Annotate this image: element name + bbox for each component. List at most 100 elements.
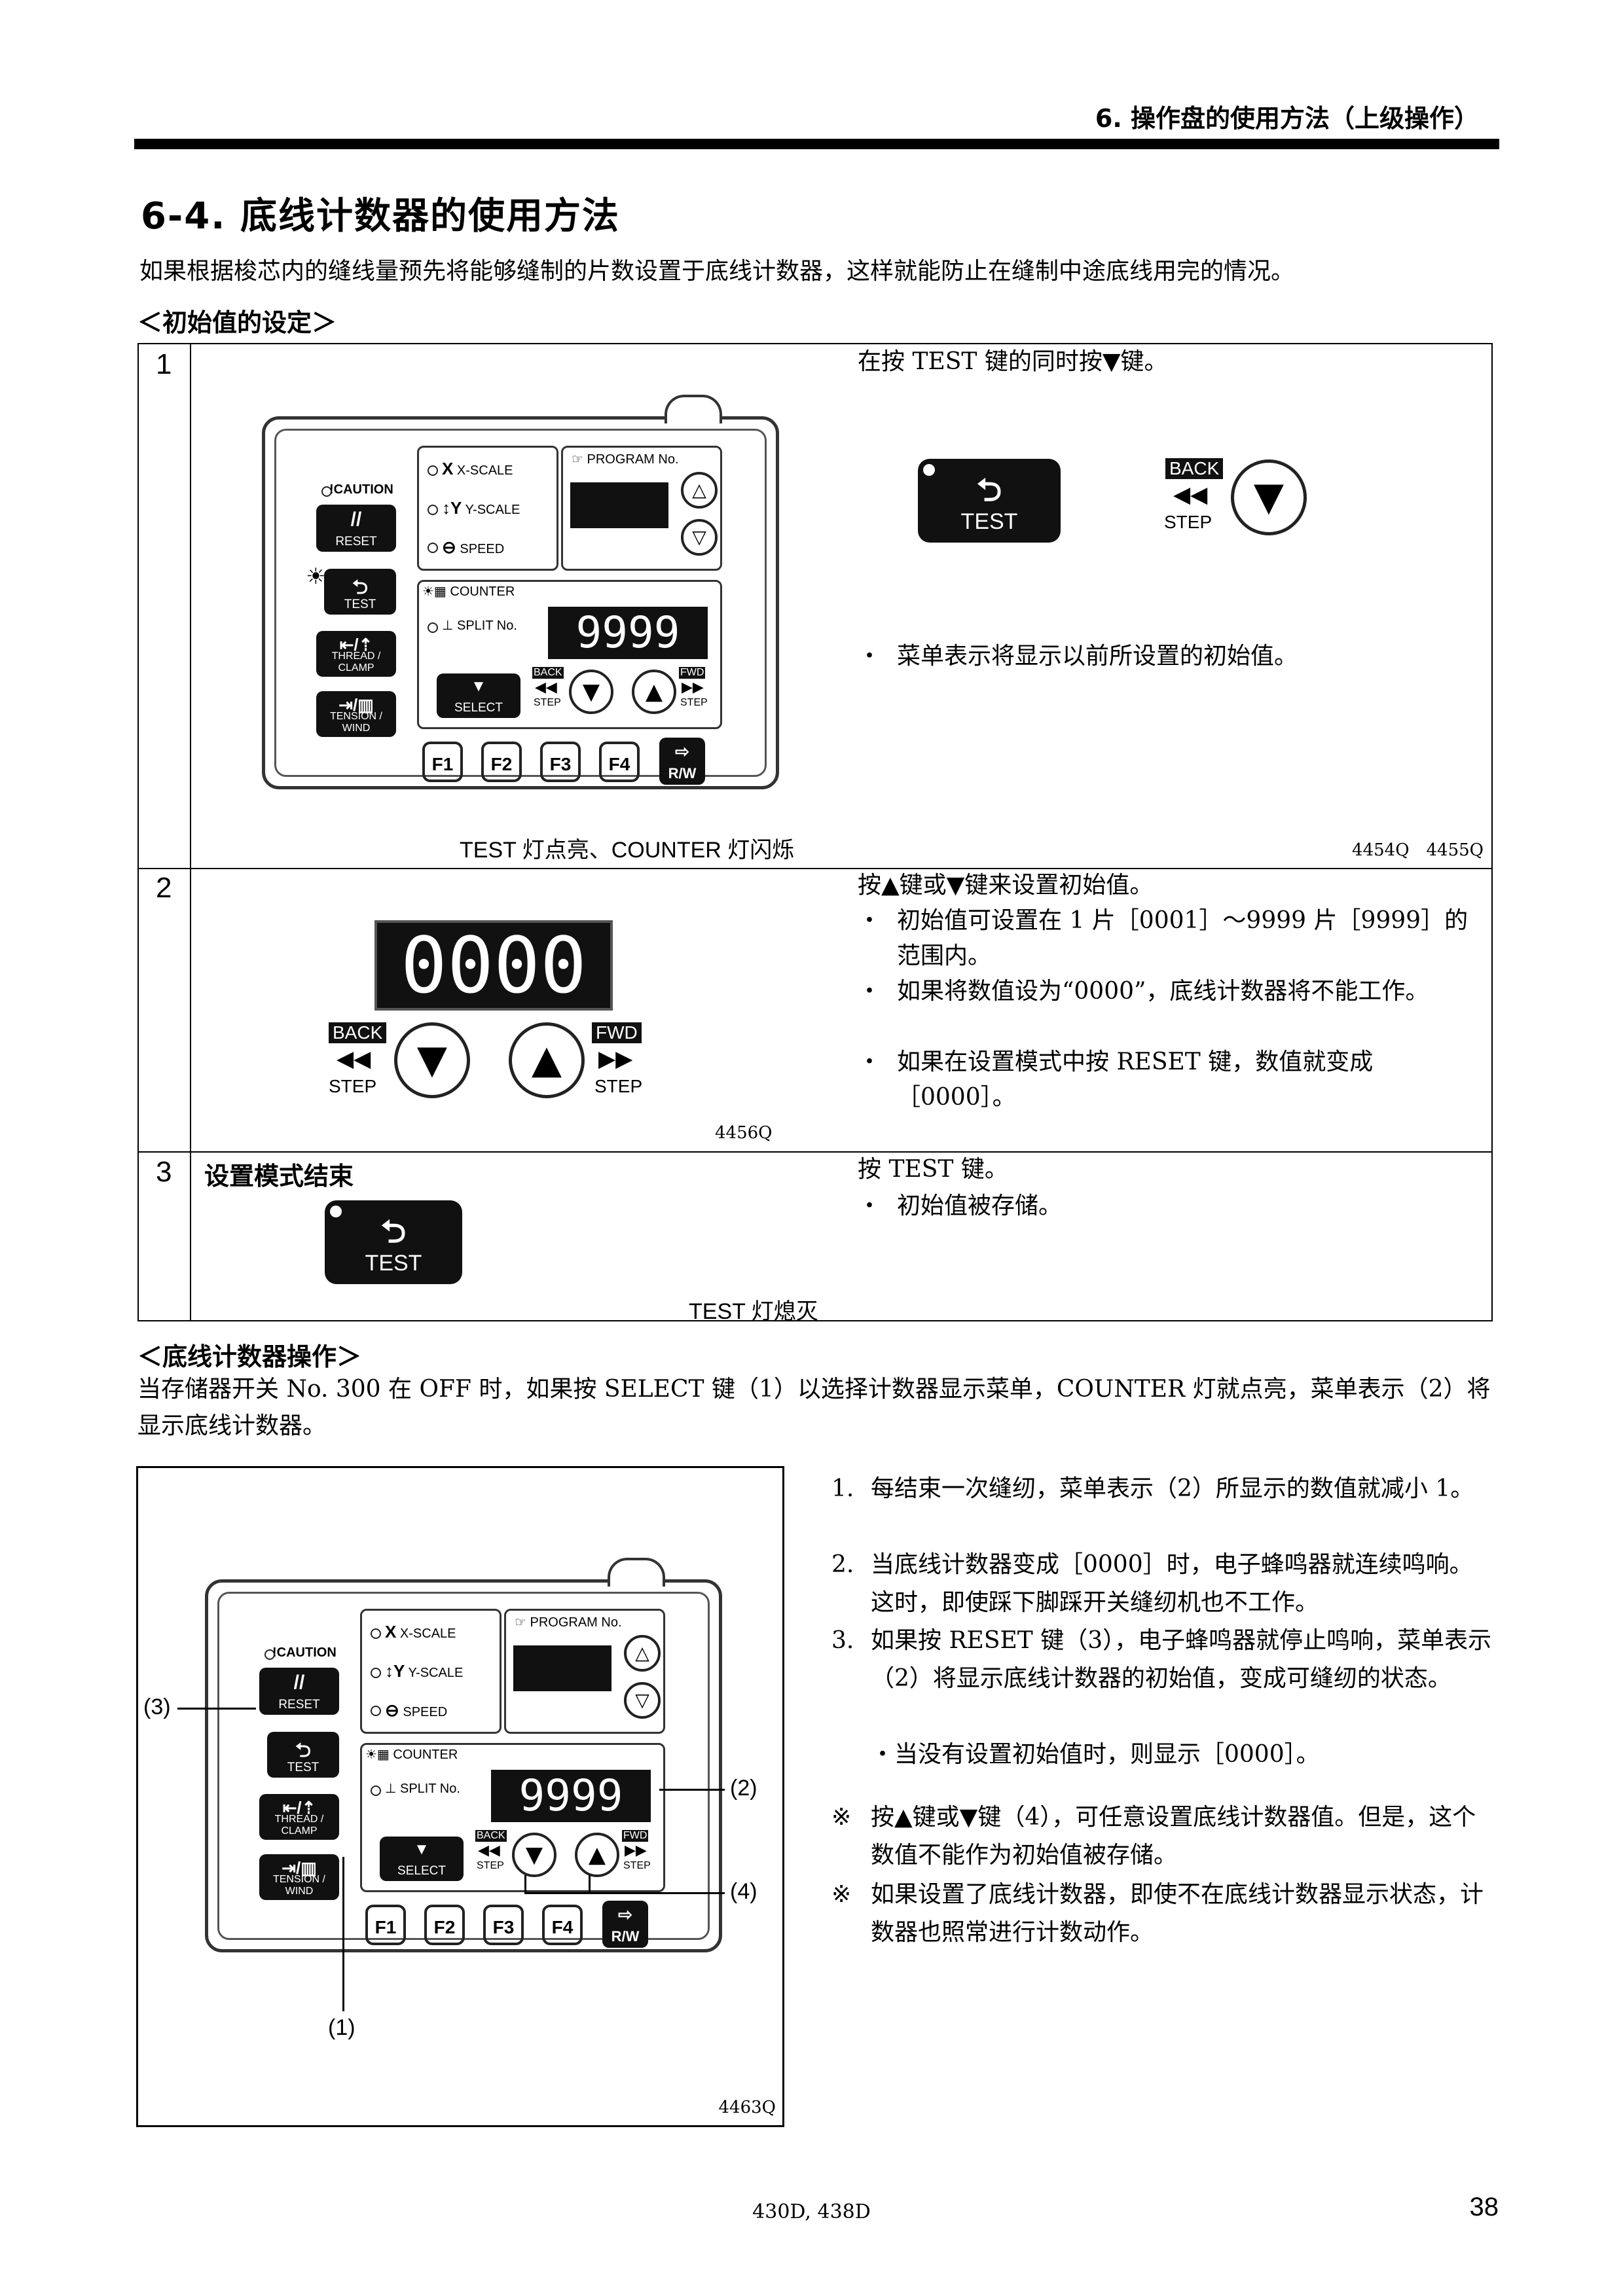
x-scale-label: X X-SCALE (385, 1622, 456, 1641)
thread-clamp-button[interactable]: ⇤/⇡THREAD / CLAMP (316, 631, 396, 677)
step1-figure-ref: 4454Q 4455Q (1352, 840, 1484, 860)
down-key-large[interactable]: ▼ (1231, 459, 1307, 535)
step1-bullet: ・菜单表示将显示以前所设置的初始值。 (858, 643, 1298, 670)
y-scale-label: ↕Y Y-SCALE (442, 498, 520, 518)
down-button[interactable]: ▼ (512, 1833, 556, 1877)
callout-line (342, 1857, 344, 2011)
f4-button[interactable]: F4 (599, 742, 640, 782)
f4-button[interactable]: F4 (542, 1905, 583, 1945)
fwd-label: FWD (679, 667, 706, 679)
y-scale-led (428, 505, 438, 515)
f2-button[interactable]: F2 (481, 742, 522, 782)
header-rule (134, 139, 1499, 149)
y-scale-label: ↕Y Y-SCALE (385, 1661, 464, 1681)
x-scale-led (428, 465, 438, 476)
program-up-button[interactable]: △ (681, 472, 718, 509)
down-button[interactable]: ▼ (569, 670, 613, 714)
rw-button[interactable]: ⇨R/W (602, 1901, 648, 1948)
f2-button[interactable]: F2 (424, 1905, 465, 1945)
callout-1: (1) (328, 2015, 356, 2040)
list-item: 1.每结束一次缝纫，菜单表示（2）所显示的数值就减小 1。 (831, 1475, 1474, 1502)
program-display (570, 482, 668, 528)
program-box (504, 1609, 665, 1734)
test-button[interactable]: ⮌TEST (324, 569, 396, 615)
callout-3: (3) (143, 1695, 171, 1719)
step-text: 按▲键或▼键来设置初始值。 (858, 872, 1154, 899)
program-box (561, 446, 722, 571)
caution-label: !CAUTION (272, 1645, 337, 1660)
fwd-label: FWD (622, 1830, 649, 1842)
scale-box (360, 1609, 501, 1734)
x-scale-led (371, 1628, 381, 1639)
step-number: 3 (156, 1156, 172, 1188)
f1-button[interactable]: F1 (422, 742, 463, 782)
test-key-row3[interactable]: ⮌ TEST (325, 1200, 462, 1284)
section-intro: 如果根据梭芯内的缝线量预先将能够缝制的片数设置于底线计数器，这样就能防止在缝制中… (139, 258, 1295, 285)
f1-button[interactable]: F1 (365, 1905, 406, 1945)
step-label-row2: STEP (329, 1076, 377, 1096)
operation-heading: ＜底线计数器操作＞ (137, 1342, 362, 1371)
page-number: 38 (1469, 2193, 1499, 2221)
select-button[interactable]: ▼SELECT (380, 1837, 464, 1881)
reset-button[interactable]: //RESET (259, 1668, 339, 1715)
callout-line (524, 1892, 725, 1894)
program-label: ☞ PROGRAM No. (572, 452, 679, 467)
up-button[interactable]: ▲ (632, 670, 676, 714)
f3-button[interactable]: F3 (483, 1905, 524, 1945)
callout-line (524, 1875, 526, 1893)
reset-button[interactable]: //RESET (316, 505, 396, 552)
operation-figure: !CAUTION //RESET ⮌TEST ⇤/⇡THREAD / CLAMP… (136, 1466, 784, 2127)
program-down-button[interactable]: ▽ (681, 519, 718, 556)
caution-label: !CAUTION (329, 482, 393, 497)
counter-label: ☀▦ COUNTER (365, 1748, 458, 1762)
operation-figure-ref: 4463Q (718, 2098, 776, 2117)
speed-label: ⊖ SPEED (385, 1700, 448, 1720)
test-lamp (923, 464, 935, 476)
thread-clamp-button[interactable]: ⇤/⇡THREAD / CLAMP (259, 1794, 339, 1840)
operation-intro: 当存储器开关 No. 300 在 OFF 时，如果按 SELECT 键（1）以选… (137, 1376, 1491, 1439)
down-key-row2[interactable]: ▼ (394, 1022, 470, 1098)
up-key-row2[interactable]: ▲ (509, 1022, 585, 1098)
select-button[interactable]: ▼SELECT (437, 673, 520, 718)
counter-box (417, 580, 722, 729)
callout-4: (4) (730, 1879, 757, 1904)
tension-wind-button[interactable]: ⇥/▥TENSION / WIND (316, 691, 396, 737)
speed-led (428, 543, 438, 553)
program-display (513, 1645, 611, 1691)
step1-caption: TEST 灯点亮、COUNTER 灯闪烁 (460, 838, 795, 863)
up-button[interactable]: ▲ (575, 1833, 619, 1877)
note-item: ※如果设置了底线计数器，即使不在底线计数器显示状态，计数器也照常进行计数动作。 (831, 1881, 1484, 1946)
program-up-button[interactable]: △ (624, 1635, 661, 1672)
panel-tab (608, 1558, 665, 1587)
initial-heading: ＜初始值的设定＞ (137, 308, 337, 337)
test-key-large[interactable]: ⮌ TEST (918, 459, 1061, 543)
note-item: ※按▲键或▼键（4），可任意设置底线计数器值。但是，这个数值不能作为初始值被存储… (831, 1804, 1476, 1869)
speed-led (371, 1706, 381, 1716)
step2-bullet: ・初始值可设置在 1 片［0001］～9999 片［9999］的范围内。 (858, 907, 1468, 969)
list-subnote: ・当没有设置初始值时，则显示［0000］。 (871, 1741, 1320, 1768)
step2-bullet: ・如果将数值设为“0000”，底线计数器将不能工作。 (858, 978, 1429, 1005)
panel-tab (665, 395, 722, 423)
f3-button[interactable]: F3 (540, 742, 581, 782)
program-down-button[interactable]: ▽ (624, 1682, 661, 1719)
test-button[interactable]: ⮌TEST (267, 1732, 339, 1778)
step-text: 按 TEST 键。 (858, 1156, 1008, 1183)
operation-panel-2: !CAUTION //RESET ⮌TEST ⇤/⇡THREAD / CLAMP… (205, 1558, 722, 1952)
rw-button[interactable]: ⇨R/W (659, 738, 705, 785)
back-label-large: BACK (1165, 458, 1224, 479)
speed-label: ⊖ SPEED (442, 537, 505, 557)
back-label: BACK (475, 1830, 507, 1842)
list-item: 2.当底线计数器变成［0000］时，电子蜂鸣器就连续鸣响。这时，即使踩下脚踩开关… (831, 1551, 1473, 1616)
split-label: ⊥ SPLIT No. (385, 1782, 460, 1796)
scale-box (417, 446, 558, 571)
step-number: 1 (156, 348, 172, 380)
rewind-icon-row2: ◀◀ (337, 1047, 371, 1071)
header-title: 6. 操作盘的使用方法（上级操作） (1095, 104, 1479, 133)
counter-display: 9999 (491, 1770, 651, 1822)
callout-line (177, 1708, 256, 1710)
split-led (371, 1785, 381, 1796)
forward-icon: ▶▶ (682, 679, 704, 695)
tension-wind-button[interactable]: ⇥/▥TENSION / WIND (259, 1854, 339, 1900)
forward-icon-row2: ▶▶ (598, 1047, 633, 1071)
counter-label: ☀▦ COUNTER (422, 584, 515, 599)
